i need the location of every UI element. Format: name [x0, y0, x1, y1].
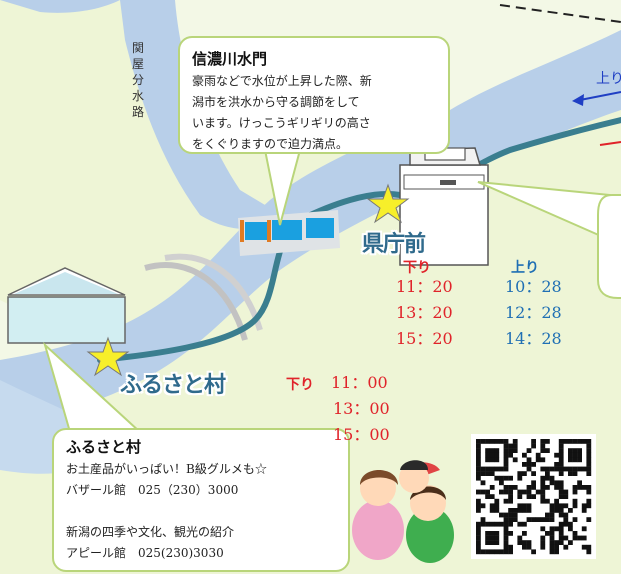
arrow-left-icon: [572, 91, 621, 106]
children-illustration: [352, 460, 454, 563]
departure-time: 14：28: [505, 329, 562, 348]
furusato-building-icon: [7, 267, 126, 344]
departure-time: 10：28: [505, 277, 562, 296]
kenchomae-up-times: 10：28 12：28 14：28: [505, 274, 562, 352]
departure-time: 11：00: [331, 373, 388, 392]
furusato-desc-line: アピール館 025(230)3030: [66, 546, 224, 560]
furusato-down-times: 11：00 13：00 15：00: [331, 370, 390, 448]
canal-label: 関屋分水路: [131, 41, 144, 119]
route-marker-line: [599, 141, 621, 146]
furusato-callout: ふるさと村 お土産品がいっぱい！B級グルメも☆ バザール館 025（230）30…: [52, 428, 350, 572]
sekiya-canal: [120, 0, 290, 230]
suimon-desc-line: 豪雨などで水位が上昇した際、新: [192, 74, 372, 88]
star-icon: [366, 183, 410, 224]
kenchomae-down-label: 下り: [403, 260, 431, 276]
top-water: [0, 0, 120, 13]
bridge-arc: [144, 261, 248, 341]
callout-partial: [597, 194, 621, 299]
suimon-callout: 信濃川水門 豪雨などで水位が上昇した際、新 潟市を洪水から守る調節をして います…: [178, 36, 450, 154]
departure-time: 12：28: [505, 303, 562, 322]
furusato-title: ふるさと村: [66, 438, 142, 456]
floodgate-icon: [238, 210, 340, 256]
furusato-desc-line: お土産品がいっぱい！B級グルメも☆: [66, 462, 267, 476]
qr-code-icon: [471, 434, 596, 559]
departure-time: 11：20: [396, 277, 453, 296]
direction-hint: 上り: [596, 71, 621, 87]
furusato-desc-line: バザール館 025（230）3000: [66, 483, 239, 497]
suimon-desc-line: をくぐりますので迫力満点。: [192, 137, 349, 151]
departure-time: 13：00: [333, 399, 390, 418]
star-icon: [86, 336, 130, 377]
suimon-desc-line: います。けっこうギリギリの高さ: [192, 116, 371, 130]
stop-name-furusato: ふるさと村: [120, 373, 226, 398]
departure-time: 15：00: [333, 425, 390, 444]
furusato-desc-line: 新潟の四季や文化、観光の紹介: [66, 525, 235, 539]
building-icon: [399, 147, 489, 266]
boat-route: [97, 117, 621, 363]
suimon-title: 信濃川水門: [192, 50, 268, 68]
kenchomae-down-times: 11：20 13：20 15：20: [396, 274, 453, 352]
departure-time: 15：20: [396, 329, 453, 348]
callout-pointer: [477, 181, 611, 242]
dashed-boundary: [499, 4, 621, 23]
bridge-arc: [164, 253, 263, 331]
kenchomae-up-label: 上り: [511, 260, 539, 276]
departure-time: 13：20: [396, 303, 453, 322]
suimon-desc-line: 潟市を洪水から守る調節をして: [192, 95, 360, 109]
stop-name-kenchomae: 県庁前: [362, 232, 426, 257]
furusato-down-label: 下り: [286, 377, 314, 393]
